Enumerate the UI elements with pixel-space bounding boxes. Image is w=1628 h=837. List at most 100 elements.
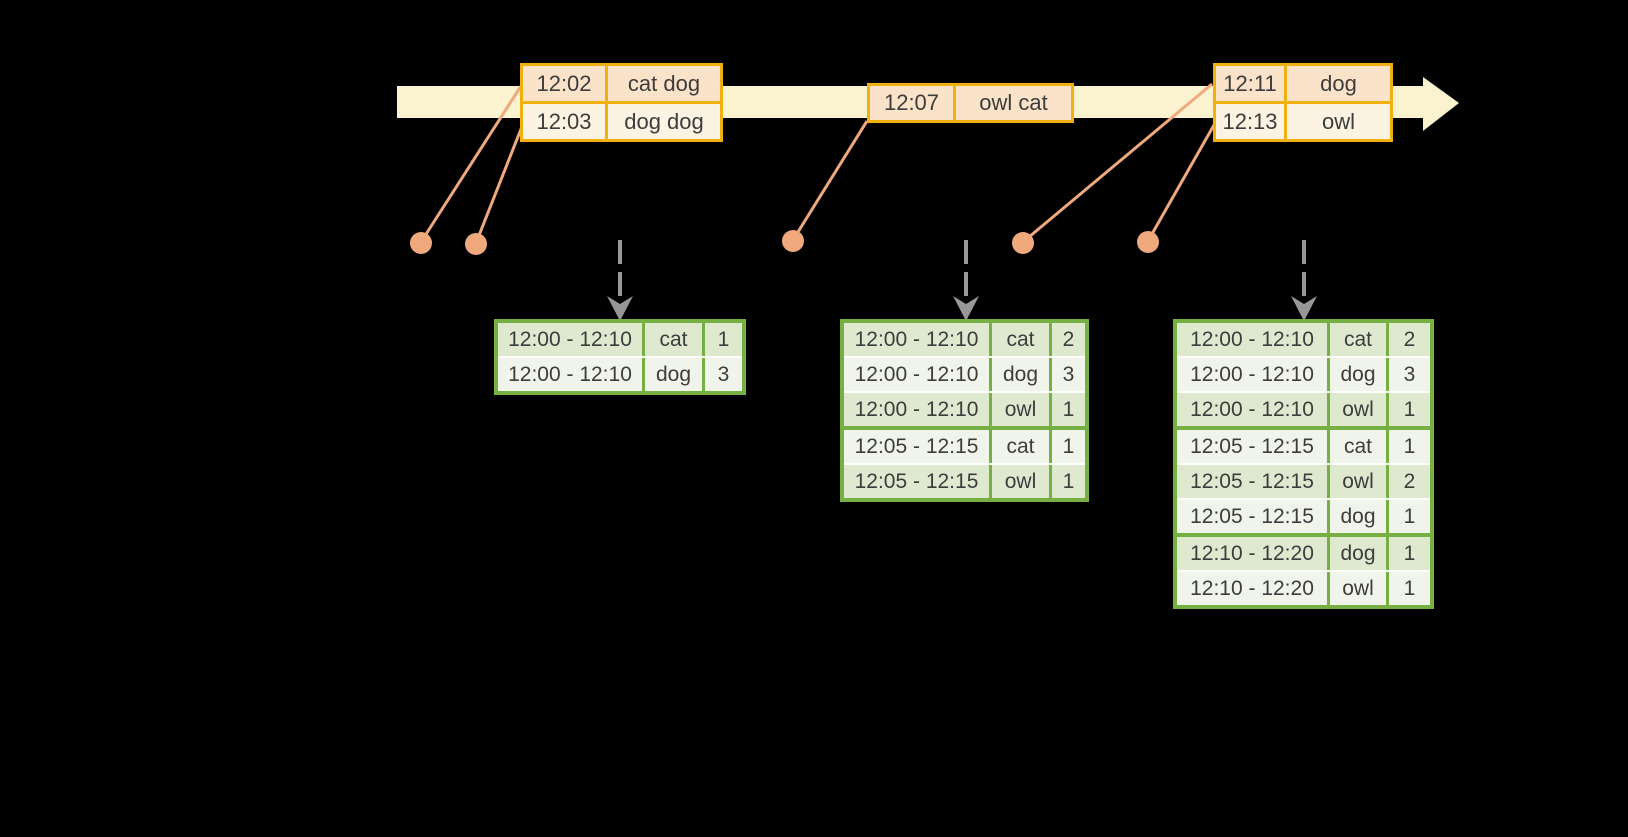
event-table-2: 12:07 owl cat xyxy=(867,83,1074,123)
connector-line xyxy=(1022,82,1213,244)
connector-line xyxy=(1146,124,1216,242)
event-time: 12:13 xyxy=(1216,104,1284,139)
down-chevron-icon xyxy=(607,296,633,321)
result-table-2: 12:00 - 12:10 cat 2 12:00 - 12:10 dog 3 … xyxy=(840,319,1089,502)
event-dot-icon xyxy=(1137,231,1159,253)
event-dot-icon xyxy=(782,230,804,252)
down-chevron-icon xyxy=(1291,296,1317,321)
trigger-arrow-3 xyxy=(1291,240,1317,321)
result-count: 2 xyxy=(1389,465,1430,498)
result-count: 1 xyxy=(1389,537,1430,570)
result-table-1: 12:00 - 12:10 cat 1 12:00 - 12:10 dog 3 xyxy=(494,319,746,395)
event-row: 12:07 owl cat xyxy=(870,86,1071,120)
result-window: 12:00 - 12:10 xyxy=(1177,393,1330,426)
result-table-3: 12:00 - 12:10 cat 2 12:00 - 12:10 dog 3 … xyxy=(1173,319,1434,609)
connector-lines xyxy=(419,82,1216,244)
result-count: 1 xyxy=(1389,430,1430,463)
event-dots xyxy=(410,230,1159,255)
down-chevron-icon xyxy=(953,296,979,321)
result-window: 12:05 - 12:15 xyxy=(844,465,992,498)
result-window: 12:00 - 12:10 xyxy=(844,323,992,356)
result-row: 12:05 - 12:15 cat 1 xyxy=(844,426,1085,463)
result-count: 1 xyxy=(1052,465,1085,498)
result-word: owl xyxy=(1330,572,1389,605)
connector-line xyxy=(474,123,525,244)
event-row: 12:03 dog dog xyxy=(523,104,720,139)
result-row: 12:00 - 12:10 owl 1 xyxy=(1177,391,1430,426)
connector-line xyxy=(791,120,869,241)
result-word: cat xyxy=(992,430,1052,463)
result-window: 12:00 - 12:10 xyxy=(844,358,992,391)
result-row: 12:05 - 12:15 dog 1 xyxy=(1177,498,1430,533)
result-window: 12:10 - 12:20 xyxy=(1177,572,1330,605)
result-window: 12:10 - 12:20 xyxy=(1177,537,1330,570)
result-word: owl xyxy=(1330,393,1389,426)
result-count: 3 xyxy=(705,358,742,391)
result-word: dog xyxy=(1330,500,1389,533)
event-time: 12:03 xyxy=(523,104,605,139)
result-count: 1 xyxy=(1052,393,1085,426)
result-window: 12:05 - 12:15 xyxy=(1177,465,1330,498)
result-count: 1 xyxy=(1052,430,1085,463)
result-row: 12:00 - 12:10 owl 1 xyxy=(844,391,1085,426)
result-word: dog xyxy=(1330,358,1389,391)
result-word: cat xyxy=(992,323,1052,356)
connector-line xyxy=(419,85,523,243)
result-window: 12:00 - 12:10 xyxy=(844,393,992,426)
event-time: 12:02 xyxy=(523,66,605,101)
result-count: 2 xyxy=(1389,323,1430,356)
result-word: dog xyxy=(645,358,705,391)
result-window: 12:05 - 12:15 xyxy=(1177,430,1330,463)
result-count: 1 xyxy=(1389,572,1430,605)
result-row: 12:10 - 12:20 owl 1 xyxy=(1177,570,1430,605)
result-word: owl xyxy=(992,465,1052,498)
result-word: owl xyxy=(992,393,1052,426)
result-window: 12:00 - 12:10 xyxy=(1177,323,1330,356)
result-word: dog xyxy=(992,358,1052,391)
event-dot-icon xyxy=(465,233,487,255)
result-word: dog xyxy=(1330,537,1389,570)
event-words: cat dog xyxy=(608,66,720,101)
result-row: 12:00 - 12:10 cat 2 xyxy=(844,323,1085,356)
result-count: 3 xyxy=(1389,358,1430,391)
event-table-1: 12:02 cat dog 12:03 dog dog xyxy=(520,63,723,142)
event-time: 12:11 xyxy=(1216,66,1284,101)
result-window: 12:00 - 12:10 xyxy=(1177,358,1330,391)
event-table-3: 12:11 dog 12:13 owl xyxy=(1213,63,1393,142)
event-words: dog dog xyxy=(608,104,720,139)
result-row: 12:00 - 12:10 dog 3 xyxy=(498,356,742,391)
event-words: dog xyxy=(1287,66,1390,101)
result-window: 12:00 - 12:10 xyxy=(498,323,645,356)
result-word: owl xyxy=(1330,465,1389,498)
result-count: 3 xyxy=(1052,358,1085,391)
event-row: 12:02 cat dog xyxy=(523,66,720,101)
event-row: 12:13 owl xyxy=(1216,104,1390,139)
result-row: 12:05 - 12:15 cat 1 xyxy=(1177,426,1430,463)
result-word: cat xyxy=(1330,323,1389,356)
event-words: owl cat xyxy=(956,86,1071,120)
result-row: 12:05 - 12:15 owl 2 xyxy=(1177,463,1430,498)
result-word: cat xyxy=(645,323,705,356)
result-word: cat xyxy=(1330,430,1389,463)
event-dot-icon xyxy=(1012,232,1034,254)
trigger-arrow-1 xyxy=(607,240,633,321)
result-row: 12:00 - 12:10 cat 1 xyxy=(498,323,742,356)
result-row: 12:00 - 12:10 cat 2 xyxy=(1177,323,1430,356)
event-row: 12:11 dog xyxy=(1216,66,1390,101)
result-count: 1 xyxy=(1389,500,1430,533)
result-count: 2 xyxy=(1052,323,1085,356)
event-time: 12:07 xyxy=(870,86,953,120)
result-row: 12:05 - 12:15 owl 1 xyxy=(844,463,1085,498)
result-window: 12:05 - 12:15 xyxy=(1177,500,1330,533)
result-count: 1 xyxy=(705,323,742,356)
result-row: 12:00 - 12:10 dog 3 xyxy=(1177,356,1430,391)
result-count: 1 xyxy=(1389,393,1430,426)
trigger-arrow-2 xyxy=(953,240,979,321)
result-window: 12:00 - 12:10 xyxy=(498,358,645,391)
result-row: 12:00 - 12:10 dog 3 xyxy=(844,356,1085,391)
result-row: 12:10 - 12:20 dog 1 xyxy=(1177,533,1430,570)
timeline-arrowhead-icon xyxy=(1423,77,1459,131)
event-dot-icon xyxy=(410,232,432,254)
event-words: owl xyxy=(1287,104,1390,139)
